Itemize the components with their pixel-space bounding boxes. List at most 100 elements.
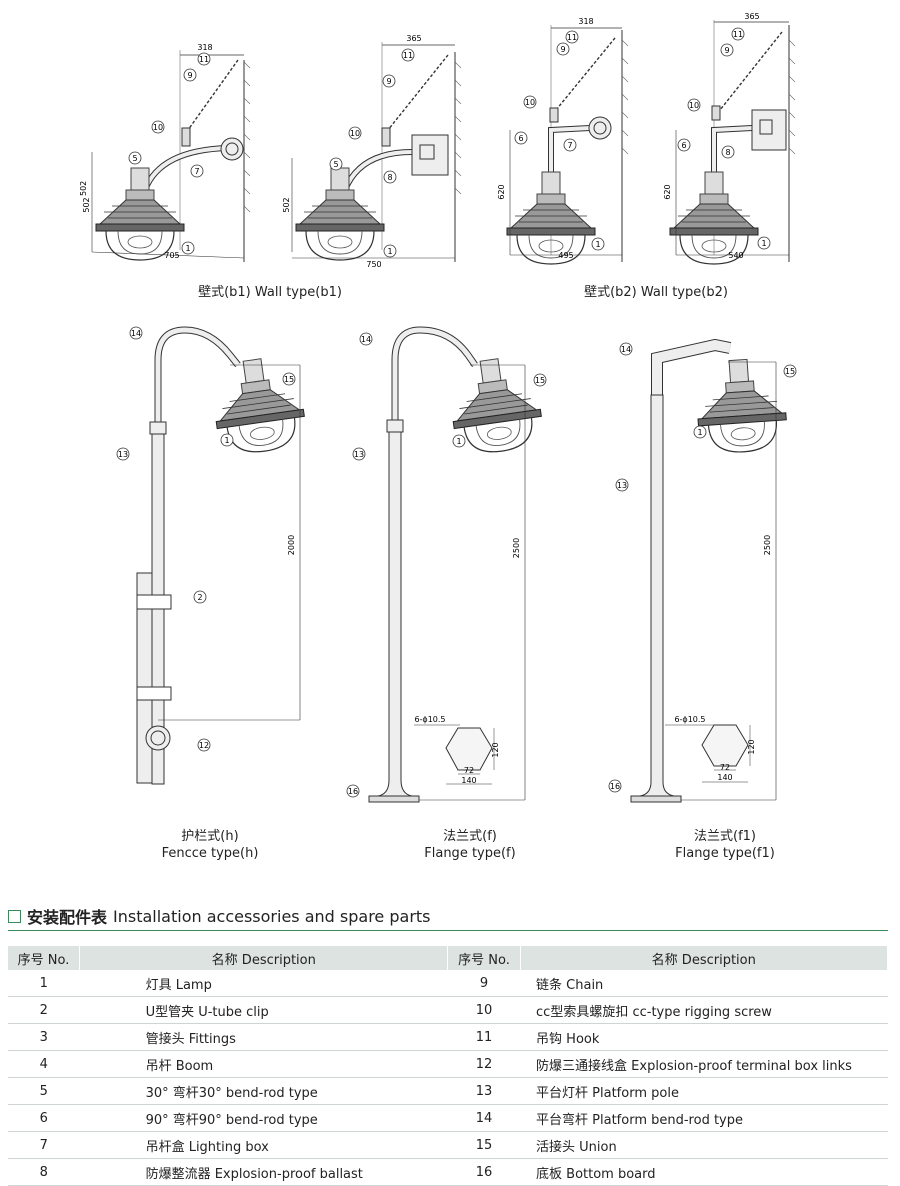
dim-f1-140: 140: [717, 773, 732, 782]
cell-desc: 吊钩 Hook: [520, 1023, 888, 1051]
cell-desc: 防爆整流器 Explosion-proof ballast: [79, 1158, 448, 1186]
cell-desc: 防爆三通接线盒 Explosion-proof terminal box lin…: [520, 1050, 888, 1078]
cell-no: 14: [447, 1104, 521, 1132]
svg-text:2: 2: [197, 593, 202, 602]
dim-b1b-height: 502: [282, 197, 291, 212]
dim-b2b-height: 620: [663, 184, 672, 199]
svg-text:15: 15: [785, 367, 795, 376]
dim-b2-width: 495: [558, 251, 573, 260]
header-no-1: 序号 No.: [8, 946, 81, 970]
svg-text:10: 10: [350, 129, 360, 138]
cell-desc: 管接头 Fittings: [79, 1023, 448, 1051]
cell-no: 11: [447, 1023, 521, 1051]
svg-text:11: 11: [567, 33, 577, 42]
section-square-icon: [8, 909, 21, 923]
diagram-f1: 2500 6-ϕ10.5 120 72 140 14 15 1 13 16: [608, 338, 797, 803]
cell-no: 5: [8, 1077, 80, 1105]
svg-text:10: 10: [689, 101, 699, 110]
caption-f1-en: Flange type(f1): [675, 846, 775, 861]
cell-no: 2: [8, 996, 80, 1024]
caption-f: 法兰式(f) Flange type(f): [400, 828, 540, 862]
svg-text:13: 13: [617, 481, 627, 490]
svg-text:1: 1: [185, 244, 190, 253]
dim-b2-top: 318: [578, 17, 593, 26]
svg-text:10: 10: [153, 123, 163, 132]
svg-text:7: 7: [567, 141, 572, 150]
dim-f-120: 120: [491, 742, 500, 757]
cell-desc: 灯具 Lamp: [79, 970, 448, 997]
dim-f1-height: 2500: [763, 535, 772, 555]
caption-h-cn: 护栏式(h): [181, 829, 239, 844]
dim-f1-72: 72: [720, 763, 730, 772]
diagram-b1-b: 365 502 750 11 9 10 5 8 1: [282, 34, 462, 269]
svg-text:11: 11: [733, 30, 743, 39]
header-desc-1: 名称 Description: [79, 946, 449, 970]
cell-no: 15: [447, 1131, 521, 1159]
cell-desc: 吊杆盒 Lighting box: [79, 1131, 448, 1159]
cell-desc: cc型索具螺旋扣 cc-type rigging screw: [520, 996, 888, 1024]
svg-text:5: 5: [132, 154, 137, 163]
cell-desc: 平台弯杆 Platform bend-rod type: [520, 1104, 888, 1132]
section-title: 安装配件表 Installation accessories and spare…: [8, 904, 431, 928]
cell-no: 6: [8, 1104, 80, 1132]
table-header-row: 序号 No. 名称 Description 序号 No. 名称 Descript…: [8, 946, 889, 970]
section-rule-top: [8, 930, 888, 931]
svg-text:1: 1: [224, 436, 229, 445]
svg-text:11: 11: [199, 55, 209, 64]
dim-b2b-width: 540: [728, 251, 743, 260]
section-title-en: Installation accessories and spare parts: [113, 906, 431, 926]
dim-b2-height: 620: [497, 184, 506, 199]
diagram-f: 2500 6-ϕ10.5 120 72 140 14 15 1 13 16: [346, 326, 547, 803]
caption-f1-cn: 法兰式(f1): [694, 829, 756, 844]
dim-h-height: 2000: [287, 535, 296, 555]
diagram-b2-a: 318 620 495 11 9 10 6 7 1: [497, 17, 629, 265]
svg-text:13: 13: [354, 450, 364, 459]
svg-text:1: 1: [761, 239, 766, 248]
cell-desc: 平台灯杆 Platform pole: [520, 1077, 888, 1105]
svg-text:10: 10: [525, 98, 535, 107]
installation-drawings: 502 318 502 705 11 9 10 5 7 1 365 502 75…: [79, 12, 797, 803]
diagram-b2-b: 365 620 540 11 9 10 6 8 1: [663, 12, 796, 265]
cell-desc: 90° 弯杆90° bend-rod type: [79, 1104, 448, 1132]
cell-no: 10: [447, 996, 521, 1024]
svg-text:14: 14: [131, 329, 141, 338]
svg-text:16: 16: [610, 782, 620, 791]
cell-no: 16: [447, 1158, 521, 1186]
svg-text:15: 15: [535, 376, 545, 385]
dim-b1-width: 705: [164, 251, 179, 260]
svg-text:1: 1: [387, 247, 392, 256]
svg-text:15: 15: [284, 375, 294, 384]
cell-no: 9: [447, 970, 521, 997]
dim-b1-top: 318: [197, 43, 212, 52]
svg-text:11: 11: [403, 51, 413, 60]
accessories-table: 序号 No. 名称 Description 序号 No. 名称 Descript…: [8, 946, 889, 1186]
cell-no: 13: [447, 1077, 521, 1105]
cell-no: 1: [8, 970, 80, 997]
svg-text:9: 9: [187, 71, 192, 80]
diagram-h: 2000 14 15 1 13 2 12: [116, 326, 309, 785]
svg-text:6: 6: [518, 134, 523, 143]
cell-no: 4: [8, 1050, 80, 1078]
cell-no: 7: [8, 1131, 80, 1159]
svg-text:8: 8: [725, 148, 730, 157]
svg-text:5: 5: [333, 160, 338, 169]
dim-f-holes: 6-ϕ10.5: [414, 715, 445, 724]
caption-b1: 壁式(b1) Wall type(b1): [198, 285, 342, 300]
svg-text:9: 9: [386, 77, 391, 86]
svg-text:14: 14: [361, 335, 371, 344]
dim-b1-height: 502: [82, 197, 91, 212]
caption-b2: 壁式(b2) Wall type(b2): [584, 285, 728, 300]
cell-no: 3: [8, 1023, 80, 1051]
cell-no: 12: [447, 1050, 521, 1078]
cell-desc: 链条 Chain: [520, 970, 888, 997]
header-no-2: 序号 No.: [447, 946, 521, 970]
svg-text:9: 9: [560, 45, 565, 54]
caption-f-en: Flange type(f): [424, 846, 516, 861]
svg-text:7: 7: [194, 167, 199, 176]
cell-desc: 底板 Bottom board: [520, 1158, 888, 1186]
svg-text:1: 1: [697, 428, 702, 437]
